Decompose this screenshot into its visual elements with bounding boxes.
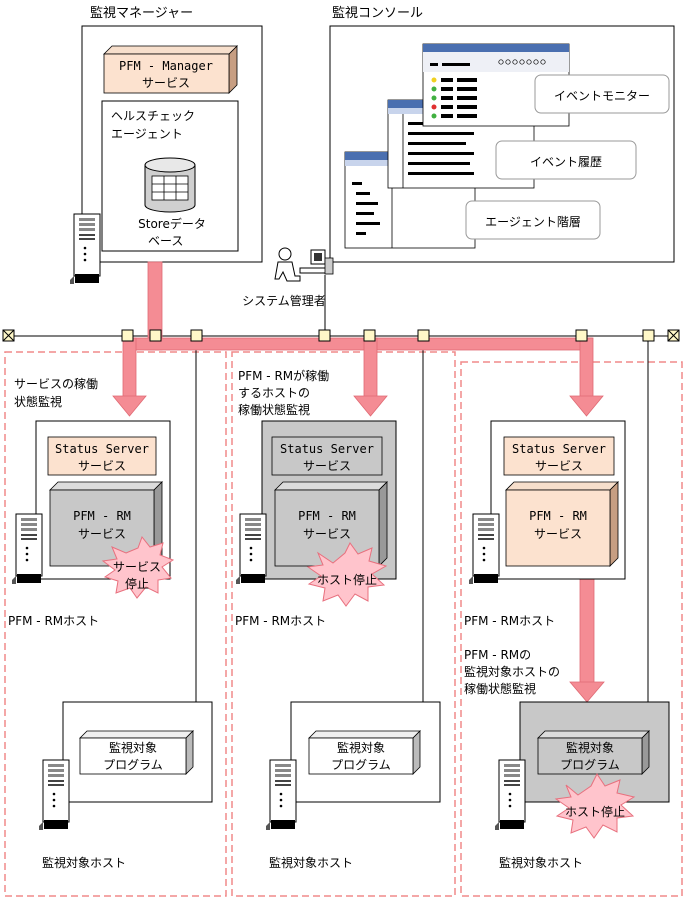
zone1-rm-line1: PFM - RM	[73, 509, 131, 523]
zone2-rm-box-top	[274, 481, 388, 491]
zone3-caption-line2: 監視対象ホストの	[464, 664, 560, 679]
zone2-status-line2: サービス	[303, 459, 351, 473]
zone1-target-server-icon	[38, 759, 70, 831]
zone-3	[460, 361, 683, 897]
manager-service-line2: サービス	[142, 76, 190, 90]
zone-2	[231, 351, 456, 897]
network-terminator-right	[667, 329, 680, 342]
zone1-caption-line1: サービスの稼働	[14, 376, 98, 391]
zone3-status-line1: Status Server	[512, 442, 606, 456]
database-icon	[144, 157, 196, 213]
store-db-line1: Storeデータ	[138, 216, 206, 231]
zone3-stop-burst	[554, 773, 636, 839]
zone2-caption-line2: するホストの	[238, 386, 310, 400]
zone1-target-program-box	[79, 737, 187, 775]
zone3-rm-service-box	[505, 489, 611, 567]
zone2-target-box-side	[412, 730, 421, 775]
zone3-rm-server-icon	[468, 513, 500, 585]
zone2-caption-line3: 稼働状態監視	[238, 402, 310, 417]
zone3-target-server-icon	[494, 759, 526, 831]
zone1-caption-line2: 状態監視	[14, 394, 62, 409]
zone3-target-host-label: 監視対象ホスト	[499, 855, 583, 870]
zone2-target-line2: プログラム	[331, 758, 391, 772]
zone1-status-line2: サービス	[78, 459, 126, 473]
zone2-target-line1: 監視対象	[337, 740, 385, 755]
zone1-rm-server-icon	[11, 513, 43, 585]
zone2-status-server-box	[271, 436, 383, 476]
manager-title: 監視マネージャー	[90, 5, 193, 21]
zone3-rm-line2: サービス	[534, 527, 582, 541]
zone1-stop-burst	[101, 535, 175, 599]
zone3-rm-box-side	[609, 481, 619, 567]
zone2-burst-line1: ホスト停止	[317, 572, 377, 587]
administrator-label: システム管理者	[242, 293, 326, 308]
zone2-caption-line1: PFM - RMが稼働	[238, 368, 329, 383]
agent-hierarchy-label: エージェント階層	[485, 214, 581, 229]
event-monitor-label: イベントモニター	[554, 89, 650, 103]
zone1-target-box-top	[79, 730, 194, 739]
zone2-rm-line1: PFM - RM	[298, 509, 356, 523]
zone-1	[4, 351, 227, 897]
zone2-rm-line2: サービス	[303, 527, 351, 541]
zone3-caption-line1: PFM - RMの	[464, 648, 531, 662]
manager-service-line1: PFM - Manager	[119, 59, 213, 73]
store-db-line2: ベース	[148, 234, 183, 248]
zone1-rm-line2: サービス	[78, 527, 126, 541]
agent-hierarchy-label-box	[465, 200, 601, 240]
network-connectors	[121, 329, 655, 342]
monitoring-path	[112, 261, 605, 703]
zone2-target-box-top	[308, 730, 421, 739]
zone2-host-label: PFM - RMホスト	[235, 614, 326, 628]
zone3-target-program-box	[537, 737, 643, 775]
zone2-stop-burst	[306, 542, 388, 607]
zone2-target-program-box	[308, 737, 414, 775]
zone3-status-server-box	[503, 436, 615, 476]
event-history-label: イベント履歴	[530, 155, 602, 169]
zone1-target-box-side	[185, 730, 194, 775]
administrator-icon	[274, 247, 334, 282]
zone2-rm-box-side	[378, 481, 388, 567]
manager-server-icon	[69, 213, 101, 285]
zone2-rm-server-icon	[235, 513, 267, 585]
zone1-rm-box-top	[49, 481, 163, 491]
zone3-caption-line3: 稼働状態監視	[464, 681, 536, 696]
zone2-status-line1: Status Server	[280, 442, 374, 456]
health-check-line2: エージェント	[111, 127, 183, 141]
console-title: 監視コンソール	[332, 5, 423, 21]
zone3-target-box-top	[537, 730, 650, 739]
zone1-burst-line2: 停止	[125, 576, 149, 591]
manager-service-box	[103, 53, 230, 94]
zone3-target-line1: 監視対象	[566, 740, 614, 755]
event-monitor-label-box	[534, 74, 670, 114]
zone1-target-line2: プログラム	[103, 758, 163, 772]
health-check-line1: ヘルスチェック	[111, 109, 195, 123]
zone1-status-server-box	[47, 436, 157, 476]
zone3-rm-line1: PFM - RM	[529, 509, 587, 523]
zone3-target-line2: プログラム	[560, 758, 620, 772]
network-terminator-left	[2, 329, 15, 342]
zone1-target-host-label: 監視対象ホスト	[42, 855, 126, 870]
zone2-target-host-label: 監視対象ホスト	[269, 855, 353, 870]
zone3-burst-line1: ホスト停止	[565, 804, 625, 819]
zone3-target-box-side	[641, 730, 650, 775]
zone3-status-line2: サービス	[535, 459, 583, 473]
zone1-target-line1: 監視対象	[109, 740, 157, 755]
event-monitor-window	[422, 43, 570, 127]
zone3-rm-box-top	[505, 481, 619, 491]
zone1-host-label: PFM - RMホスト	[8, 614, 99, 628]
zone1-status-line1: Status Server	[55, 442, 149, 456]
zone2-target-server-icon	[265, 759, 297, 831]
zone1-burst-line1: サービス	[113, 560, 161, 574]
manager-service-box-top	[103, 45, 238, 55]
event-history-label-box	[495, 140, 637, 180]
zone3-host-label: PFM - RMホスト	[464, 614, 555, 628]
